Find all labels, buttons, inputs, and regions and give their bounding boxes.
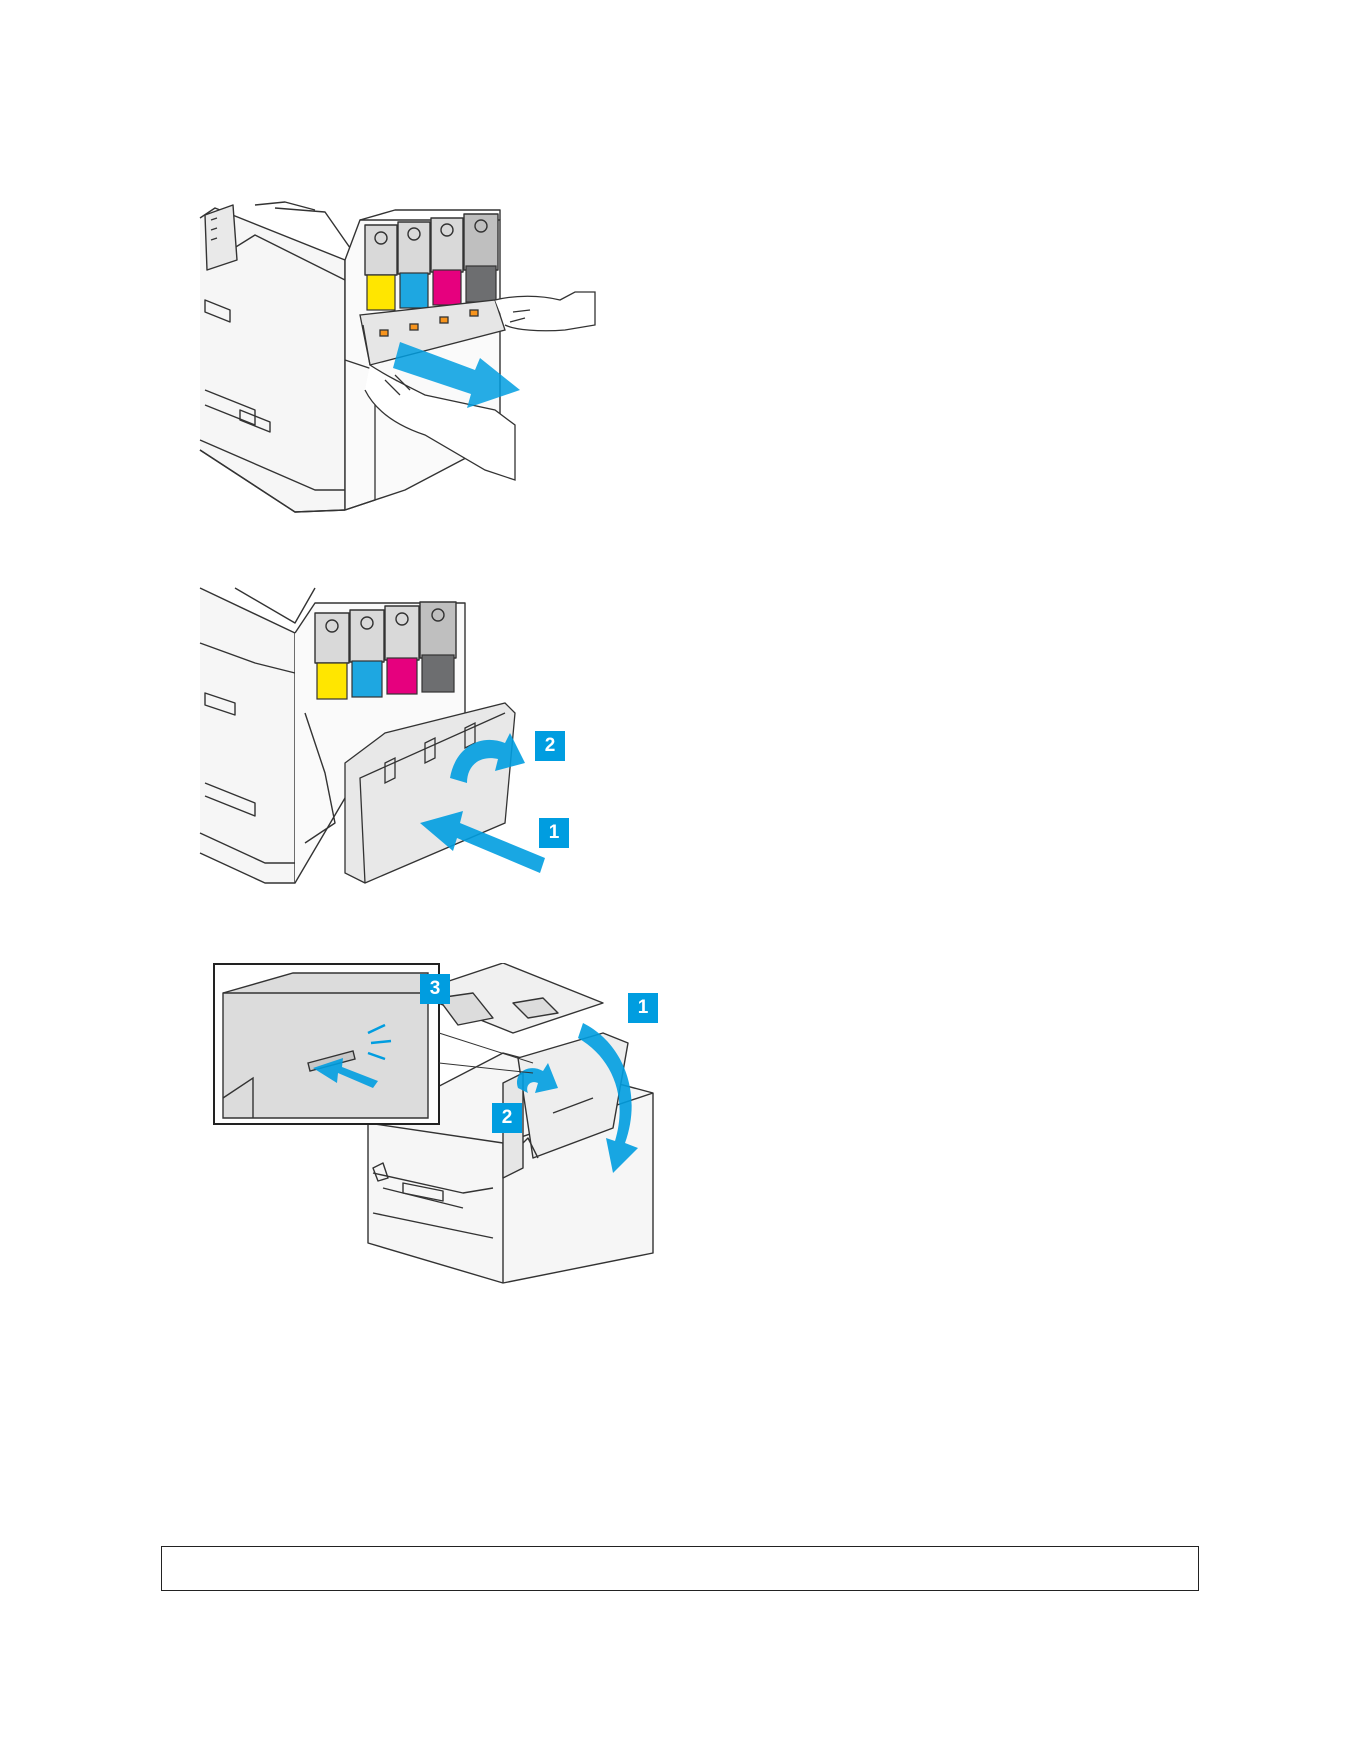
magenta-toner bbox=[387, 658, 417, 694]
magenta-toner bbox=[433, 270, 461, 305]
yellow-toner bbox=[367, 275, 395, 310]
callout-2: 2 bbox=[535, 731, 565, 761]
note-box bbox=[161, 1546, 1199, 1591]
cyan-toner bbox=[400, 273, 428, 308]
cyan-toner bbox=[352, 661, 382, 697]
callout-3: 3 bbox=[420, 974, 450, 1004]
yellow-toner bbox=[317, 663, 347, 699]
callout-1: 1 bbox=[539, 818, 569, 848]
callout-2: 2 bbox=[492, 1103, 522, 1133]
black-toner bbox=[466, 266, 496, 302]
black-toner bbox=[422, 655, 454, 692]
callout-1: 1 bbox=[628, 993, 658, 1023]
illustration-remove-waste-container bbox=[195, 200, 600, 520]
illustration-close-door bbox=[213, 963, 685, 1285]
